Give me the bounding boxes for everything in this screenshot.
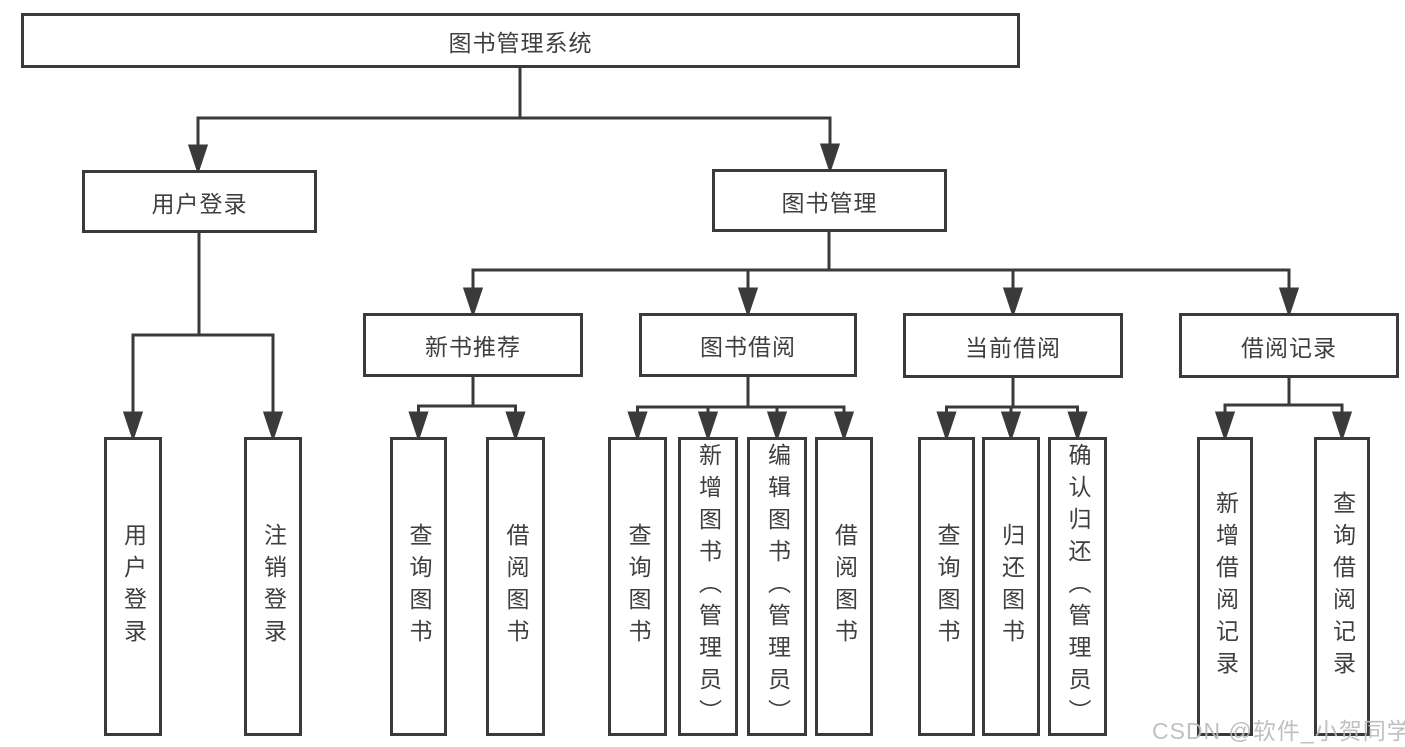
node-book-mgmt-branch: 图书管理 xyxy=(712,169,947,232)
leaf-borrow-books-recommend: 借阅图书 xyxy=(486,437,545,736)
user-login-children-connector xyxy=(122,233,284,442)
leaf-query-books-current: 查询图书 xyxy=(918,437,975,736)
leaf-user-login-label: 用户登录 xyxy=(120,522,147,651)
root-to-level2-connector xyxy=(187,68,841,175)
new-book-children-connector xyxy=(408,377,526,442)
leaf-borrow-books-label: 借阅图书 xyxy=(831,522,858,651)
borrow-records-children-connector xyxy=(1214,378,1353,442)
leaf-borrow-books: 借阅图书 xyxy=(815,437,873,736)
leaf-user-login: 用户登录 xyxy=(104,437,162,736)
current-borrow-children-connector xyxy=(936,378,1088,442)
leaf-add-books-admin-label: 新增图书（管理员） xyxy=(695,442,722,731)
leaf-confirm-return-admin-label: 确认归还（管理员） xyxy=(1065,442,1091,731)
leaf-query-books-current-label: 查询图书 xyxy=(934,522,960,651)
leaf-confirm-return-admin: 确认归还（管理员） xyxy=(1048,437,1107,736)
node-user-login-branch: 用户登录 xyxy=(82,170,317,233)
leaf-return-books-label: 归还图书 xyxy=(998,522,1025,651)
leaf-query-books-recommend: 查询图书 xyxy=(390,437,447,736)
leaf-logout: 注销登录 xyxy=(244,437,302,736)
leaf-query-books-recommend-label: 查询图书 xyxy=(406,522,432,651)
leaf-query-borrow-record-label: 查询借阅记录 xyxy=(1329,490,1356,683)
leaf-add-books-admin: 新增图书（管理员） xyxy=(678,437,738,736)
leaf-edit-books-admin: 编辑图书（管理员） xyxy=(747,437,807,736)
node-new-book-recommend: 新书推荐 xyxy=(363,313,583,377)
csdn-watermark: CSDN @软件_小贺同学 xyxy=(1152,718,1405,744)
leaf-add-borrow-record-label: 新增借阅记录 xyxy=(1212,490,1239,683)
leaf-add-borrow-record: 新增借阅记录 xyxy=(1197,437,1253,736)
leaf-borrow-books-recommend-label: 借阅图书 xyxy=(503,522,529,651)
book-mgmt-children-connector xyxy=(462,232,1300,318)
leaf-edit-books-admin-label: 编辑图书（管理员） xyxy=(764,442,791,731)
leaf-return-books: 归还图书 xyxy=(982,437,1040,736)
node-root: 图书管理系统 xyxy=(21,13,1020,68)
leaf-logout-label: 注销登录 xyxy=(260,522,287,651)
node-book-borrow: 图书借阅 xyxy=(639,313,857,377)
book-borrow-children-connector xyxy=(627,377,855,442)
node-borrow-records: 借阅记录 xyxy=(1179,313,1399,378)
leaf-query-borrow-record: 查询借阅记录 xyxy=(1314,437,1370,736)
leaf-query-books-borrow: 查询图书 xyxy=(608,437,667,736)
node-current-borrow: 当前借阅 xyxy=(903,313,1123,378)
leaf-query-books-borrow-label: 查询图书 xyxy=(625,522,651,651)
